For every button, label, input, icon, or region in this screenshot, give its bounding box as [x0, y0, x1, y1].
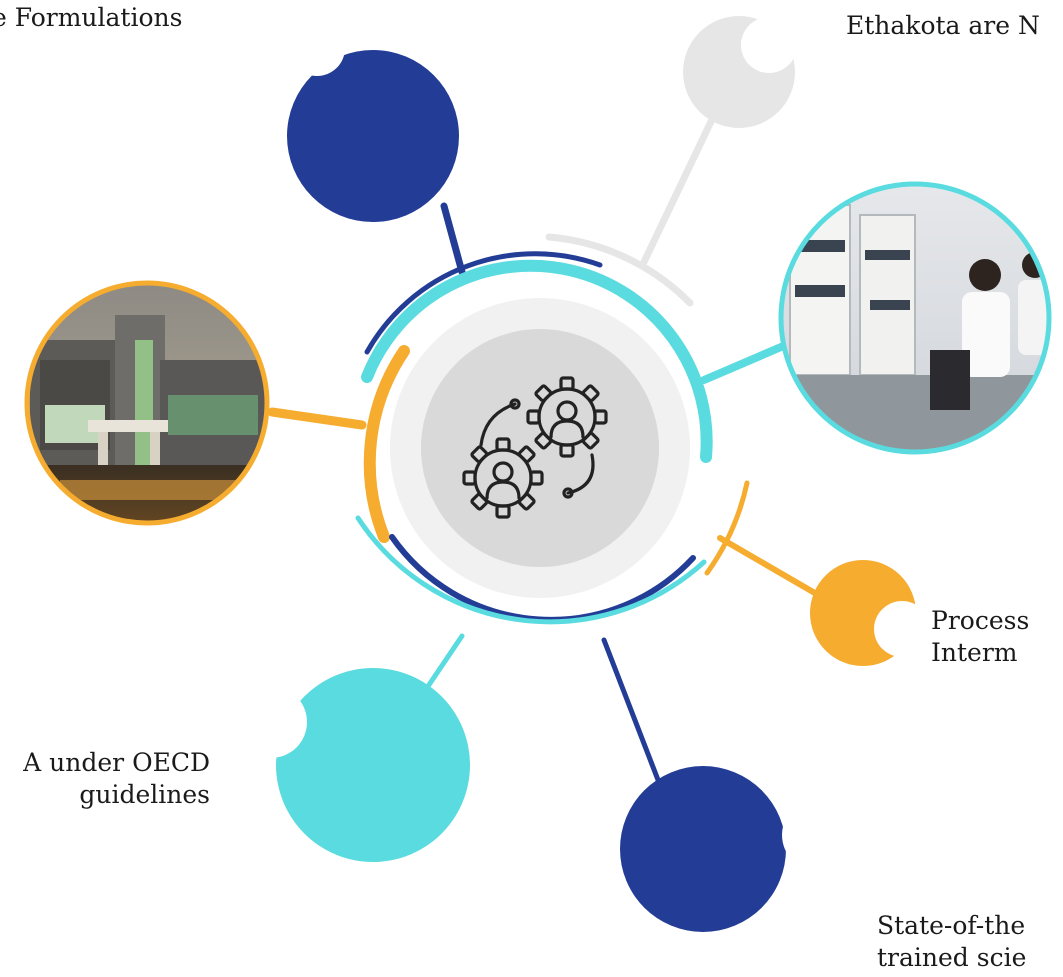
node-bottom-right: [620, 766, 786, 932]
label-mid-right: Process Interm: [931, 605, 1029, 669]
building-photo-frame: [24, 280, 270, 526]
label-bottom-left: A under OECD guidelines: [23, 747, 210, 811]
ring-teal-top: [361, 259, 713, 463]
ring-teal-bottom: [355, 515, 707, 625]
laboratory-photo: [781, 184, 1049, 452]
node-top-left-notch: [289, 20, 345, 76]
laboratory-photo-frame: [778, 181, 1052, 455]
label-mid-right-line-1: Process: [931, 606, 1030, 635]
connector-top-right: [640, 105, 721, 266]
connector-left: [267, 407, 367, 430]
label-top-right-line: Ethakota are N: [846, 11, 1040, 40]
label-top-left-line: e Formulations: [0, 3, 183, 32]
connector-top-left: [440, 202, 466, 276]
hub-rings: [355, 233, 750, 625]
ring-orange-left: [363, 345, 410, 543]
connector-lines: [267, 105, 823, 871]
node-mid-right-notch: [874, 601, 930, 657]
label-bottom-left-line-1: A under OECD: [23, 748, 210, 777]
label-mid-right-line-2: Interm: [931, 638, 1018, 667]
gears-with-people-icon: [462, 376, 608, 519]
node-bottom-right-notch: [782, 799, 854, 871]
ring-orange-right: [704, 480, 750, 576]
label-bottom-left-line-2: guidelines: [79, 780, 210, 809]
label-bottom-right: State-of-the trained scie: [877, 910, 1026, 974]
node-top-left: [287, 50, 459, 222]
label-bottom-right-line-1: State-of-the: [877, 911, 1026, 940]
ring-gray-top: [545, 233, 694, 307]
hub-inner-disc: [421, 329, 659, 567]
node-bottom-left: [276, 668, 470, 862]
node-top-right-notch: [741, 17, 797, 73]
connector-right: [700, 340, 792, 384]
label-top-left: e Formulations: [0, 2, 182, 34]
label-top-right: Ethakota are N: [846, 10, 1040, 42]
ring-navy-top: [364, 251, 603, 355]
node-bottom-left-notch: [235, 686, 307, 758]
connector-mid-right: [717, 535, 823, 599]
label-bottom-right-line-2: trained scie: [877, 943, 1027, 972]
